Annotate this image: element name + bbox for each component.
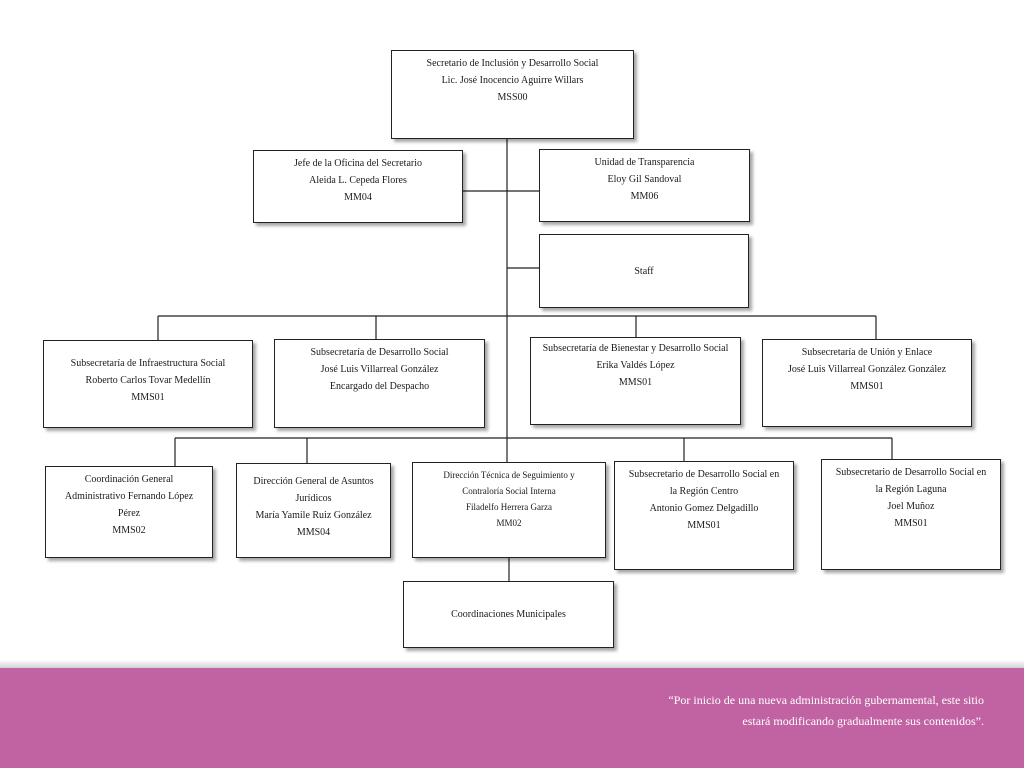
node-jefe-oficina[interactable]: Jefe de la Oficina del Secretario Aleida…	[253, 150, 463, 223]
node-sub-union[interactable]: Subsecretaría de Unión y Enlace José Lui…	[762, 339, 972, 427]
connector-lines	[157, 139, 893, 581]
footer-line: estará modificando gradualmente sus cont…	[742, 714, 984, 728]
footer-notice: “Por inicio de una nueva administración …	[464, 690, 984, 732]
node-code: MMS04	[296, 527, 331, 538]
node-title: Subsecretario de Desarrollo Social en	[835, 467, 987, 478]
node-code: MMS02	[112, 525, 146, 536]
node-code: MMS01	[687, 520, 721, 531]
node-code: MM02	[496, 518, 522, 528]
node-sub-desarrollo[interactable]: Subsecretaría de Desarrollo Social José …	[274, 339, 485, 428]
node-transparencia[interactable]: Unidad de Transparencia Eloy Gil Sandova…	[539, 149, 750, 222]
node-title: Coordinación General	[84, 474, 174, 485]
node-title: Staff	[634, 265, 654, 277]
node-title: la Región Centro	[669, 486, 739, 497]
node-title: Coordinaciones Municipales	[451, 609, 566, 620]
node-title: Dirección General de Asuntos	[253, 476, 374, 487]
node-person: Antonio Gomez Delgadillo	[649, 503, 759, 514]
node-title: Jurídicos	[295, 493, 332, 504]
node-title: Subsecretaría de Unión y Enlace	[801, 347, 933, 358]
node-title: Jefe de la Oficina del Secretario	[294, 158, 422, 169]
node-person: Administrativo Fernando López	[64, 491, 194, 502]
node-code: MMS01	[131, 392, 165, 403]
node-sub-infraestructura[interactable]: Subsecretaría de Infraestructura Social …	[43, 340, 253, 428]
node-code: MMS01	[850, 381, 884, 392]
node-coord-admin[interactable]: Coordinación General Administrativo Fern…	[45, 466, 213, 558]
node-person: María Yamile Ruiz González	[255, 510, 372, 521]
node-person: José Luis Villarreal González	[320, 364, 439, 375]
node-person: Pérez	[117, 508, 141, 519]
node-person: Joel Muñoz	[887, 501, 935, 512]
node-person: Roberto Carlos Tovar Medellín	[85, 375, 211, 386]
node-role: Encargado del Despacho	[329, 381, 430, 392]
node-dir-tecnica[interactable]: Dirección Técnica de Seguimiento y Contr…	[412, 462, 606, 558]
node-person: Filadelfo Herrera Garza	[466, 502, 552, 512]
node-person: Aleida L. Cepeda Flores	[309, 175, 407, 186]
footer-shadow	[0, 660, 1024, 668]
node-title: Subsecretaría de Desarrollo Social	[310, 347, 449, 358]
node-code: MM04	[344, 192, 372, 203]
node-title: Subsecretario de Desarrollo Social en	[628, 469, 780, 480]
node-secretario[interactable]: Secretario de Inclusión y Desarrollo Soc…	[391, 50, 634, 139]
node-person: Eloy Gil Sandoval	[607, 174, 682, 185]
node-title: Dirección Técnica de Seguimiento y	[443, 470, 575, 480]
node-title: Contraloría Social Interna	[462, 486, 556, 496]
node-dir-juridicos[interactable]: Dirección General de Asuntos Jurídicos M…	[236, 463, 391, 558]
node-sub-centro[interactable]: Subsecretario de Desarrollo Social en la…	[614, 461, 794, 570]
footer-banner: “Por inicio de una nueva administración …	[0, 668, 1024, 768]
footer-line: “Por inicio de una nueva administración …	[668, 693, 984, 707]
node-code: MSS00	[497, 92, 528, 103]
node-title: Subsecretaría de Infraestructura Social	[70, 358, 226, 369]
node-sub-bienestar[interactable]: Subsecretaría de Bienestar y Desarrollo …	[530, 337, 741, 425]
node-coord-municipales[interactable]: Coordinaciones Municipales	[403, 581, 614, 648]
node-title: Subsecretaría de Bienestar y Desarrollo …	[542, 343, 729, 354]
node-code: MMS01	[894, 518, 928, 529]
node-sub-laguna[interactable]: Subsecretario de Desarrollo Social en la…	[821, 459, 1001, 570]
node-person: Lic. José Inocencio Aguirre Willars	[441, 75, 584, 86]
node-code: MM06	[630, 191, 659, 202]
node-staff[interactable]: Staff	[539, 234, 749, 308]
node-person: Erika Valdés López	[596, 360, 675, 371]
node-person: José Luis Villarreal González González	[787, 364, 947, 375]
node-title: Unidad de Transparencia	[594, 157, 695, 168]
node-title: Secretario de Inclusión y Desarrollo Soc…	[426, 58, 599, 69]
node-code: MMS01	[618, 377, 653, 388]
node-title: la Región Laguna	[875, 484, 947, 495]
org-chart: Secretario de Inclusión y Desarrollo Soc…	[43, 50, 1001, 648]
